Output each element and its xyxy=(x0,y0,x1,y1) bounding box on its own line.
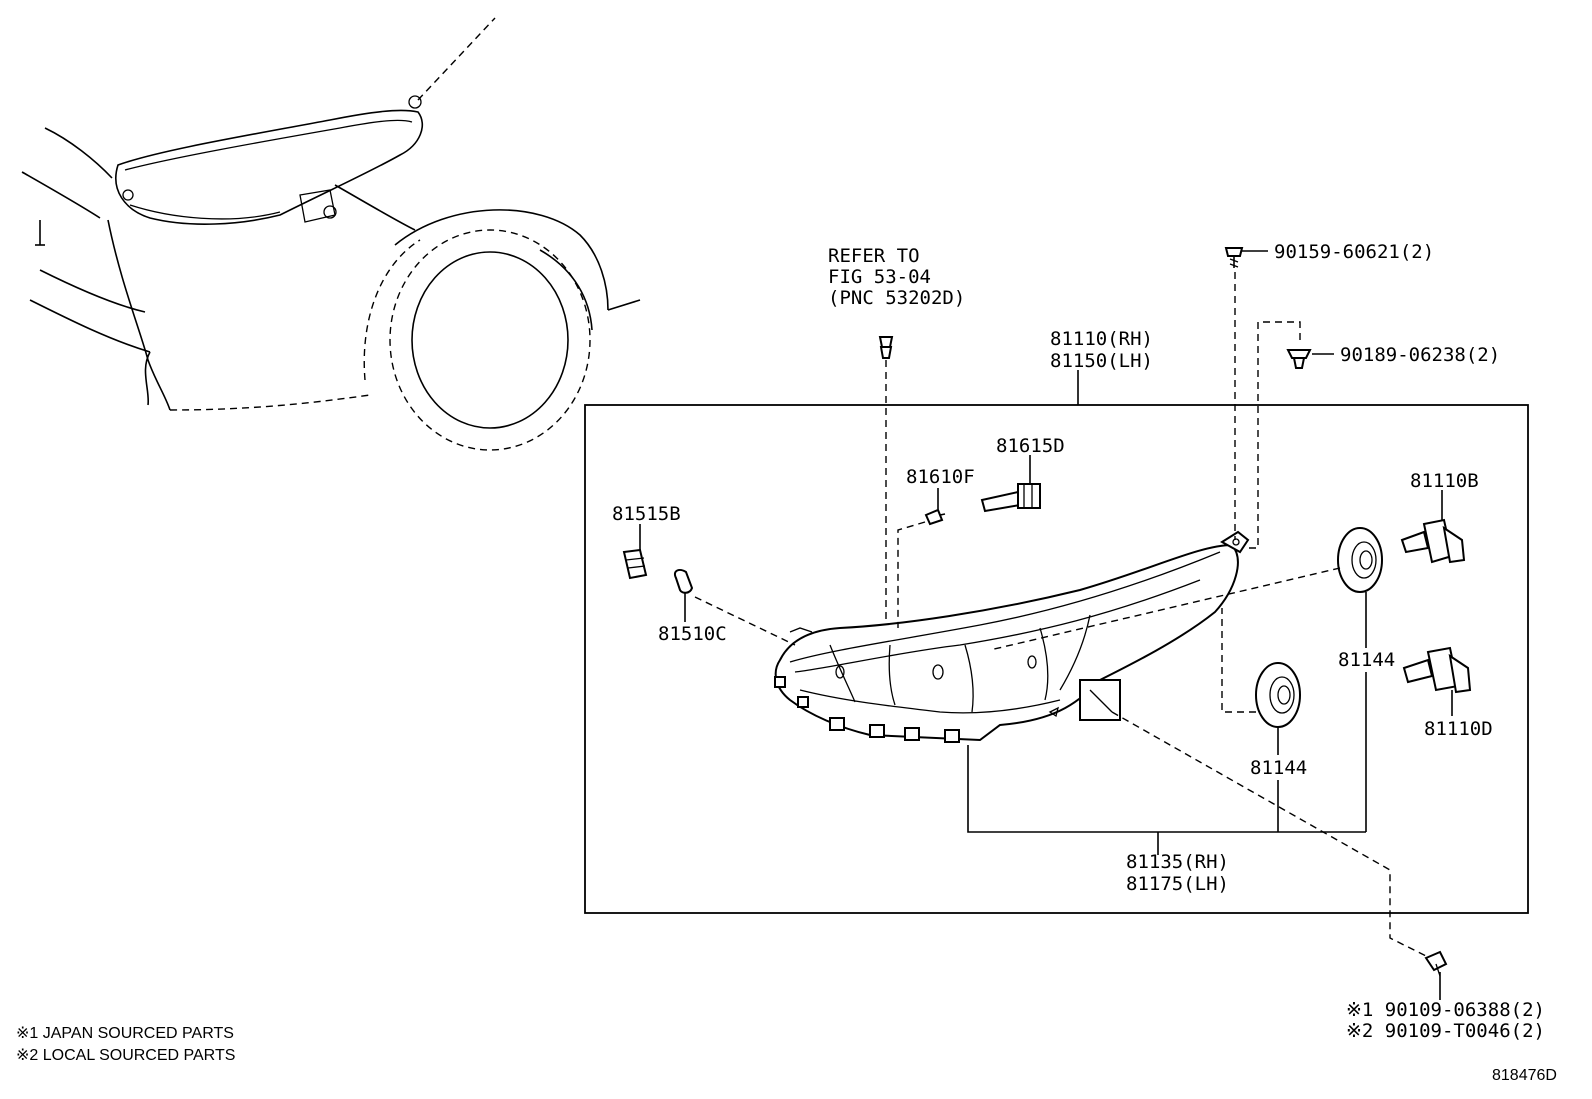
label-81175lh: 81175(LH) xyxy=(1126,873,1229,895)
clip-90189 xyxy=(1286,349,1312,369)
note-japan-sourced: ※1 JAPAN SOURCED PARTS xyxy=(16,1025,234,1042)
bulb-81110D xyxy=(1402,646,1472,694)
bulb-81610F xyxy=(924,508,946,526)
bolt-refer xyxy=(878,336,894,359)
refer-line-1: REFER TO xyxy=(828,245,920,267)
label-90159: 90159-60621(2) xyxy=(1274,241,1434,263)
label-90189: 90189-06238(2) xyxy=(1340,344,1500,366)
label-81110d: 81110D xyxy=(1424,718,1493,740)
label-81144-upper: 81144 xyxy=(1338,649,1395,671)
cover-81144-upper xyxy=(1337,527,1383,593)
cover-81144-lower xyxy=(1255,662,1301,728)
label-81150lh: 81150(LH) xyxy=(1050,350,1153,372)
label-90109-local: ※2 90109-T0046(2) xyxy=(1346,1020,1545,1042)
assembly-frame xyxy=(584,404,1529,914)
bulb-81615D xyxy=(980,483,1041,513)
bulb-81110B xyxy=(1400,518,1466,564)
label-81110rh: 81110(RH) xyxy=(1050,328,1153,350)
label-81510c: 81510C xyxy=(658,623,727,645)
note-local-sourced: ※2 LOCAL SOURCED PARTS xyxy=(16,1047,235,1064)
figure-id: 818476D xyxy=(1492,1067,1557,1084)
label-90109-japan: ※1 90109-06388(2) xyxy=(1346,999,1545,1021)
label-81135rh: 81135(RH) xyxy=(1126,851,1229,873)
label-81615d: 81615D xyxy=(996,435,1065,457)
refer-line-2: FIG 53-04 xyxy=(828,266,931,288)
label-81515b: 81515B xyxy=(612,503,681,525)
bulb-81510C xyxy=(674,569,694,594)
screw-90159 xyxy=(1224,247,1244,268)
headlamp-assembly xyxy=(774,530,1250,743)
label-81610f: 81610F xyxy=(906,466,975,488)
socket-81515B xyxy=(622,548,648,580)
bolt-90109 xyxy=(1424,950,1448,977)
label-81110b: 81110B xyxy=(1410,470,1479,492)
label-81144-lower: 81144 xyxy=(1250,757,1307,779)
vehicle-front-illustration xyxy=(21,17,641,451)
refer-line-3: (PNC 53202D) xyxy=(828,287,965,309)
